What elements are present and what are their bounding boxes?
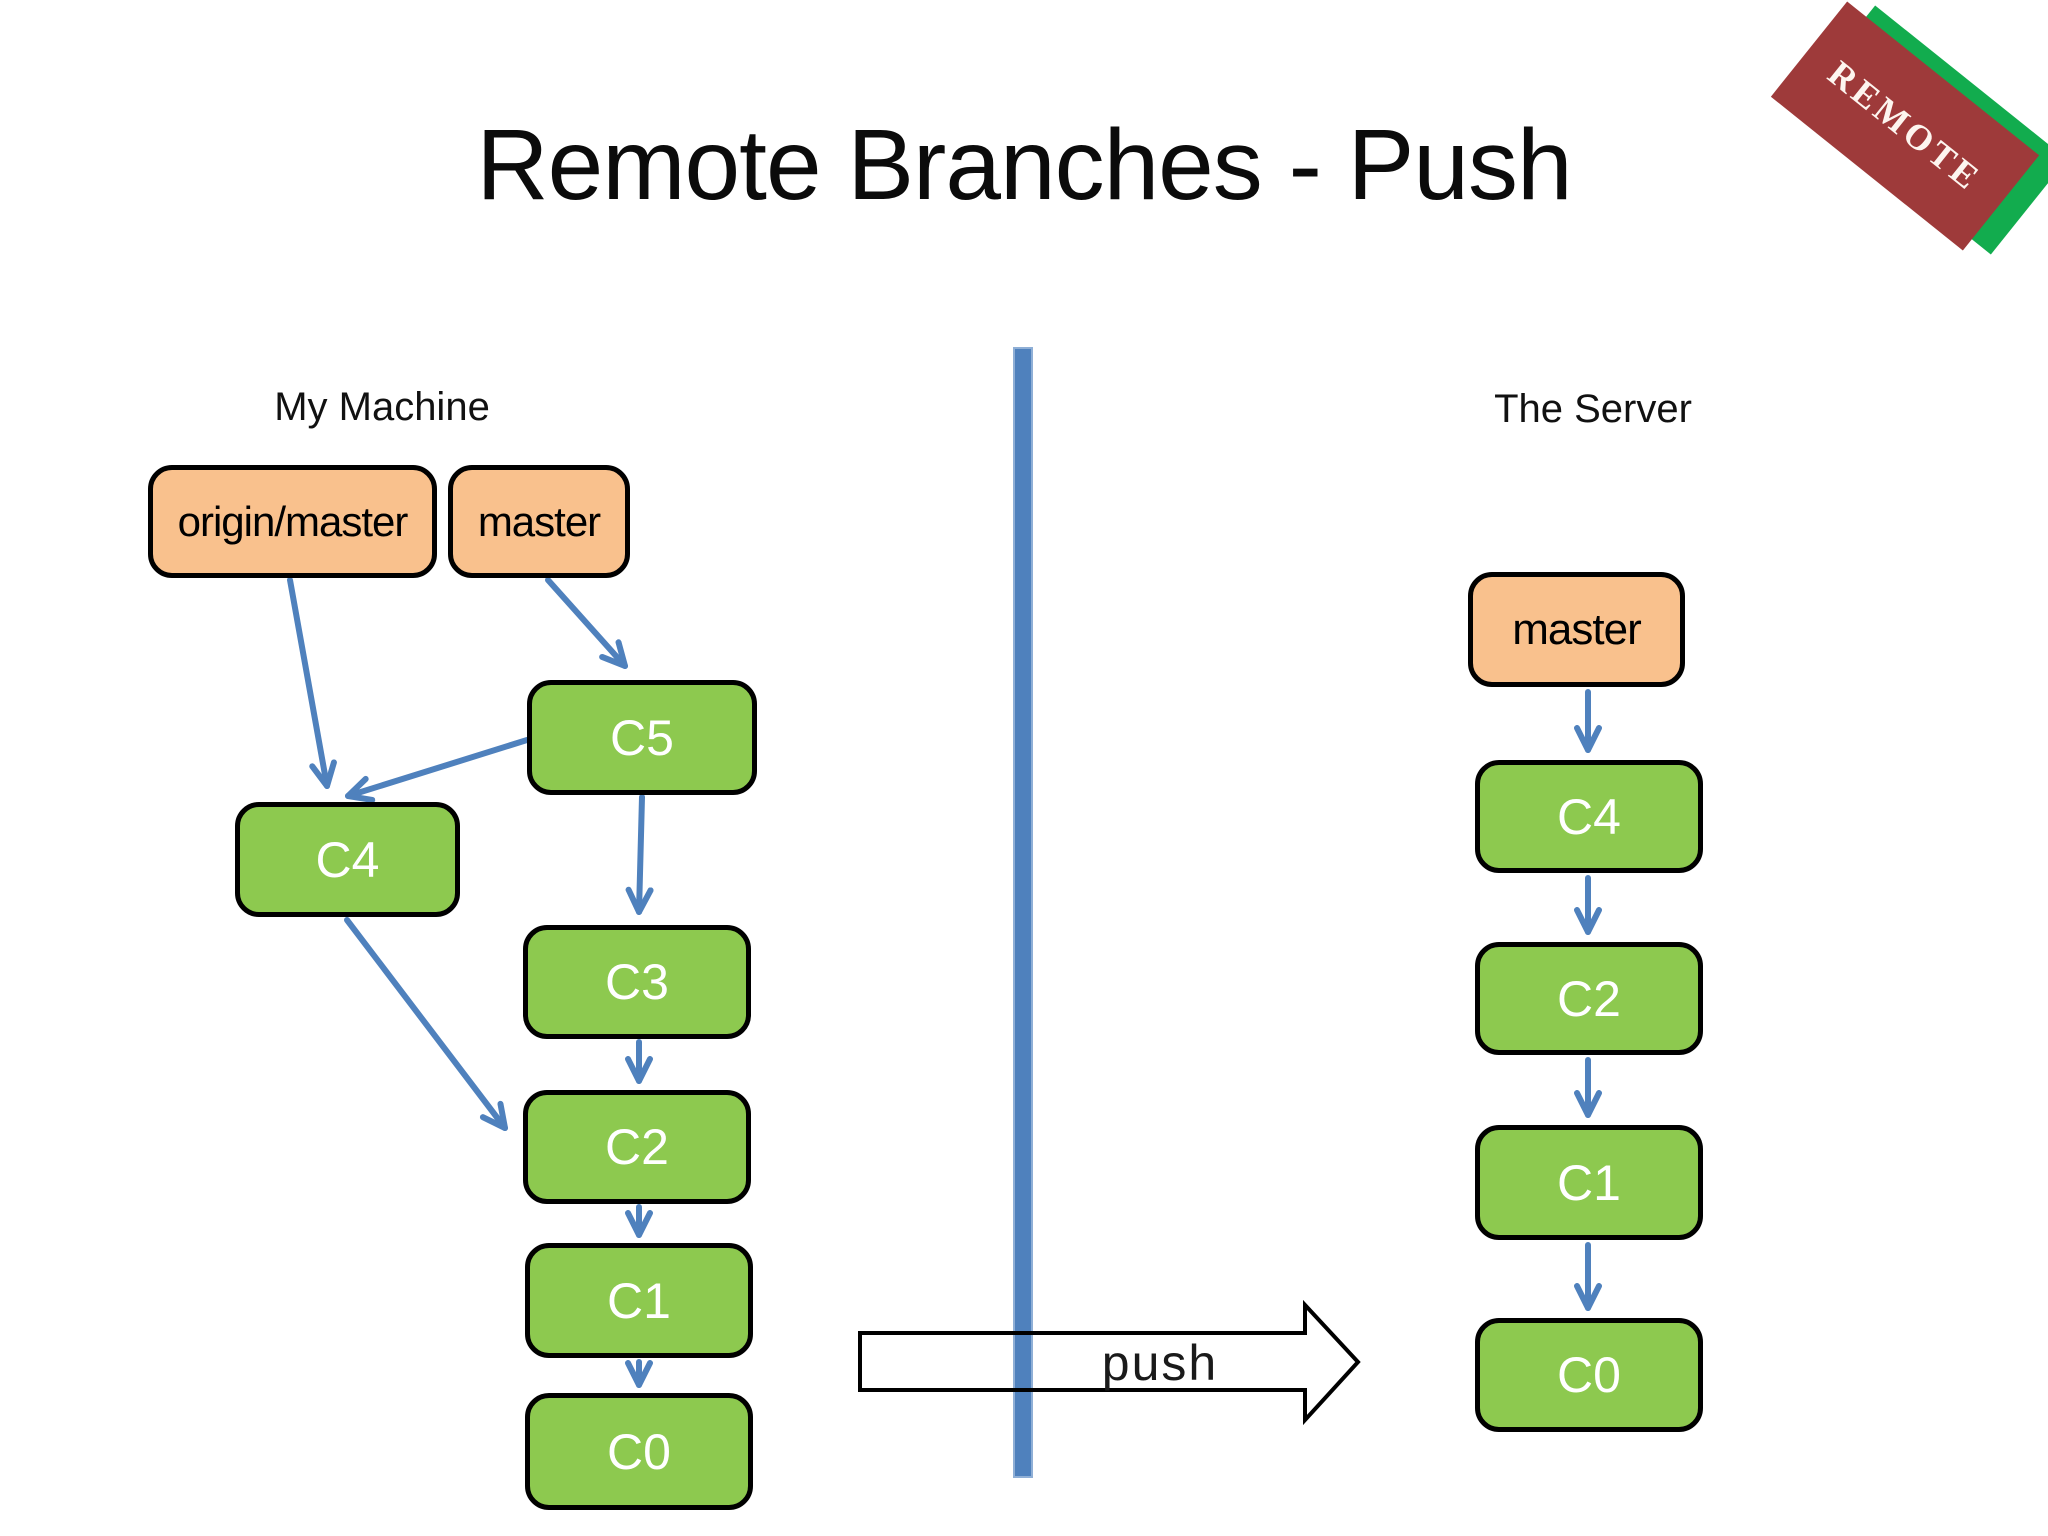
node-label: C0 [607, 1423, 671, 1480]
node-label: C1 [607, 1272, 671, 1329]
node-machine-c2: C2 [523, 1090, 751, 1204]
node-label: C4 [315, 831, 380, 888]
edge-c4-c2 [344, 917, 508, 1131]
node-machine-c0: C0 [525, 1393, 753, 1510]
node-label: C3 [605, 954, 669, 1010]
edge-c5-c3 [625, 794, 654, 915]
push-arrow-label: push [1101, 1335, 1219, 1391]
node-label: C2 [605, 1119, 669, 1175]
server-column-label: The Server [1494, 387, 1692, 431]
edge-master-c5 [545, 577, 628, 669]
node-machine-c1: C1 [525, 1243, 753, 1358]
push-arrow-shape [858, 1299, 1361, 1426]
divider-bar [1013, 347, 1033, 1478]
node-machine-c3: C3 [523, 925, 751, 1039]
node-label: master [477, 497, 601, 545]
node-server-c4: C4 [1475, 760, 1703, 873]
node-label: C5 [610, 709, 674, 766]
node-label: master [1512, 604, 1641, 654]
node-machine-master: master [448, 465, 630, 578]
node-label: C2 [1557, 970, 1621, 1027]
node-machine-c5: C5 [527, 680, 757, 795]
edge-originmaster-c4 [287, 577, 337, 789]
edge-c5-c4 [345, 737, 530, 803]
node-machine-c4: C4 [235, 802, 460, 917]
node-label: C1 [1557, 1154, 1621, 1211]
node-label: origin/master [177, 497, 409, 545]
node-server-master: master [1468, 572, 1685, 687]
slide-title: Remote Branches - Push [476, 109, 1572, 221]
machine-column-label: My Machine [274, 385, 490, 429]
node-server-c0: C0 [1475, 1318, 1703, 1432]
node-machine-origin-master: origin/master [148, 465, 437, 578]
node-label: C0 [1557, 1347, 1621, 1403]
node-server-c1: C1 [1475, 1125, 1703, 1240]
node-label: C4 [1557, 788, 1621, 845]
node-server-c2: C2 [1475, 942, 1703, 1055]
